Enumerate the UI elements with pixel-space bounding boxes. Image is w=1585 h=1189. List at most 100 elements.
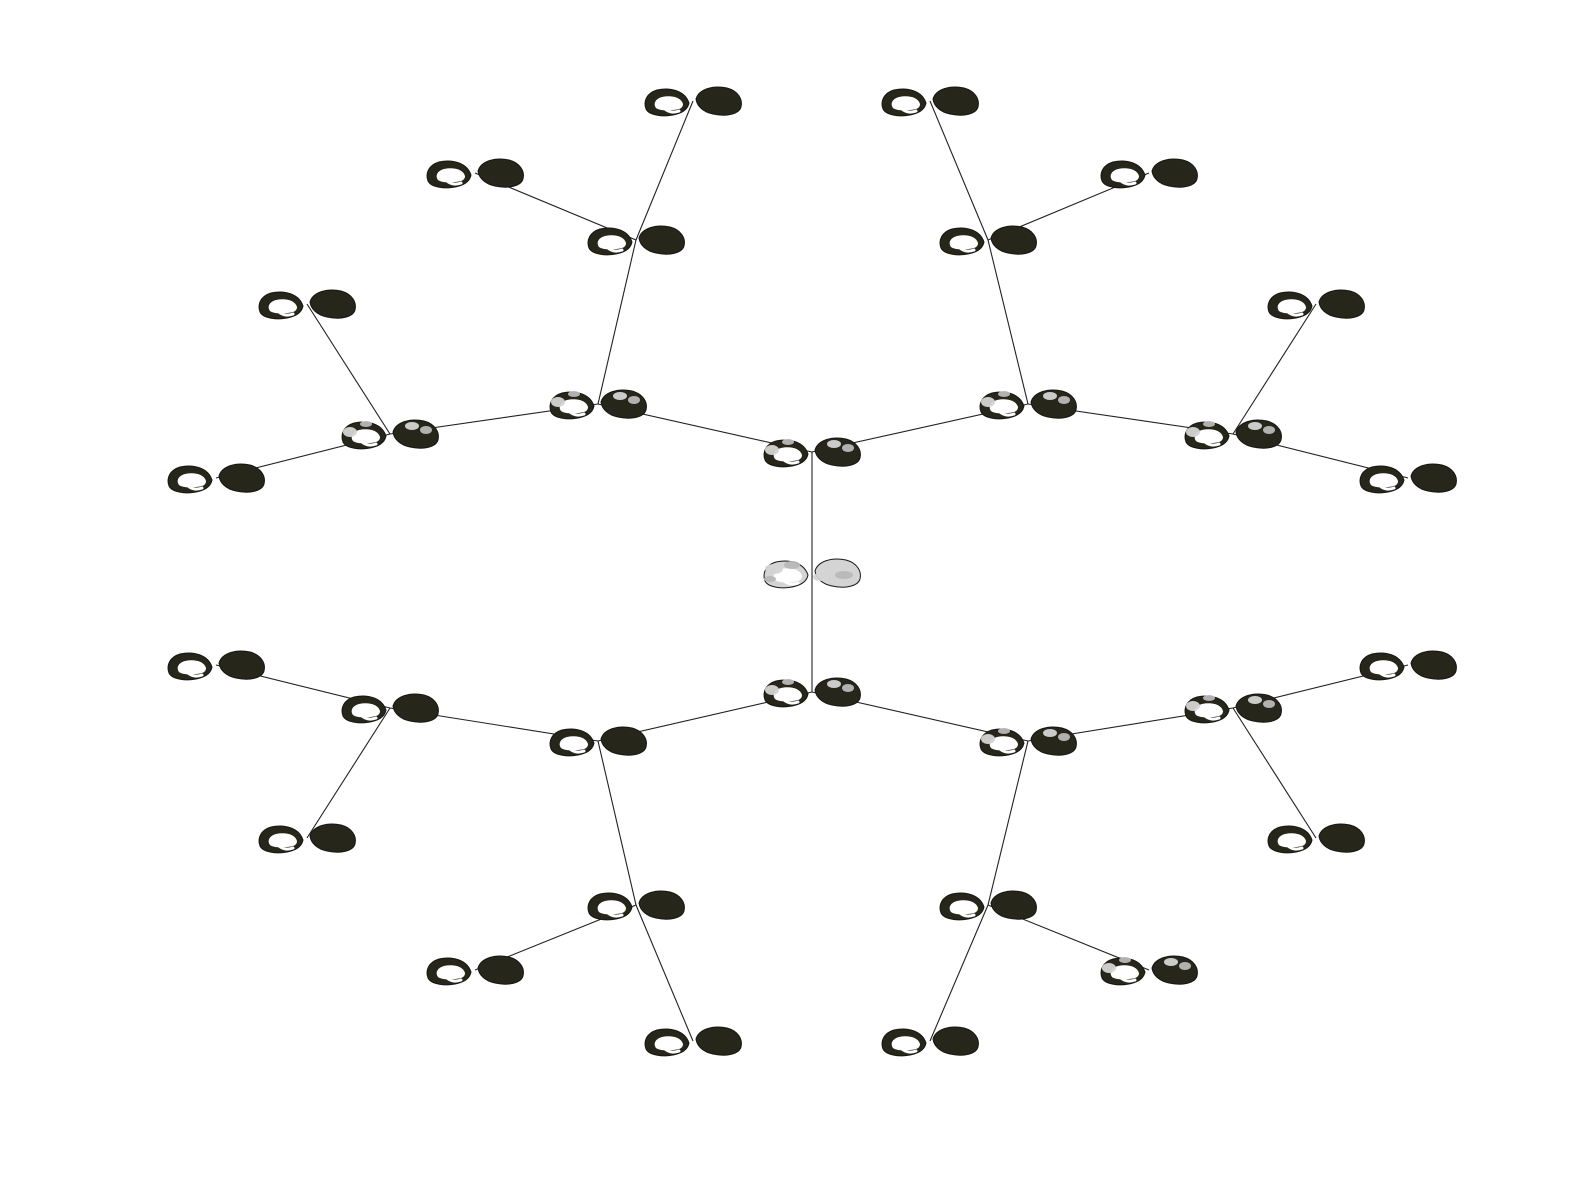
tree-edge	[929, 100, 989, 241]
brain-node-lower-root	[763, 677, 861, 708]
brain-node-ur-4	[1359, 463, 1457, 494]
medial-wall-tail-icon	[998, 747, 1016, 754]
right-hemisphere-icon	[600, 726, 647, 756]
medial-wall-icon	[436, 965, 465, 980]
activation-patch	[1186, 701, 1200, 711]
brain-node-ur-2	[1184, 419, 1282, 450]
medial-wall-icon	[1194, 703, 1223, 718]
medial-wall-tail-icon	[360, 714, 378, 721]
brain-node-ur-3	[1267, 289, 1365, 320]
medial-wall-icon	[989, 736, 1018, 751]
medial-wall-icon	[1277, 833, 1306, 848]
medial-wall-icon	[559, 736, 588, 751]
activation-patch	[765, 564, 783, 574]
right-hemisphere-icon	[1318, 289, 1365, 319]
brain-node-lr-3	[1359, 650, 1457, 681]
medial-wall-tail-icon	[663, 107, 681, 114]
medial-wall-tail-icon	[782, 458, 800, 465]
medial-wall-icon	[1369, 473, 1398, 488]
activation-patch	[1102, 963, 1116, 973]
medial-wall-tail-icon	[782, 579, 800, 586]
medial-wall-tail-icon	[1203, 440, 1221, 447]
medial-wall-icon	[989, 399, 1018, 414]
right-hemisphere-icon	[1151, 158, 1198, 188]
right-hemisphere-icon	[932, 1026, 979, 1056]
activation-patch	[827, 440, 841, 448]
right-hemisphere-icon	[477, 158, 524, 188]
activation-patch	[1164, 958, 1178, 966]
tree-edge	[597, 239, 637, 405]
medial-wall-icon	[559, 399, 588, 414]
activation-patch	[981, 734, 995, 744]
medial-wall-icon	[268, 833, 297, 848]
activation-patch	[551, 397, 565, 407]
activation-patch	[998, 391, 1010, 397]
right-hemisphere-icon	[695, 86, 742, 116]
right-hemisphere-icon	[1410, 463, 1457, 493]
tree-edge	[929, 904, 989, 1042]
medial-wall-tail-icon	[958, 911, 976, 918]
tree-edge	[987, 239, 1029, 405]
medial-wall-icon	[949, 235, 978, 250]
brain-node-ul-3	[258, 289, 356, 320]
medial-wall-tail-icon	[958, 246, 976, 253]
medial-wall-tail-icon	[277, 844, 295, 851]
right-hemisphere-icon	[1410, 650, 1457, 680]
activation-patch	[1248, 696, 1262, 704]
activation-patch	[827, 680, 841, 688]
brain-node-lr-5	[939, 890, 1037, 921]
activation-patch	[343, 427, 357, 437]
medial-wall-icon	[1369, 660, 1398, 675]
tree-edge	[306, 707, 391, 839]
brain-node-ul-5	[587, 225, 685, 256]
tree-edge	[597, 740, 637, 906]
brain-node-ur-1	[979, 389, 1077, 420]
right-hemisphere-icon	[638, 225, 685, 255]
medial-wall-icon	[351, 703, 380, 718]
brain-node-ul-1	[549, 389, 647, 420]
medial-wall-icon	[436, 168, 465, 183]
activation-patch	[628, 396, 640, 404]
brain-node-lr-6	[1100, 955, 1198, 986]
activation-patch	[784, 561, 800, 569]
right-hemisphere-icon	[309, 823, 356, 853]
medial-wall-icon	[1194, 429, 1223, 444]
activation-patch	[1248, 422, 1262, 430]
brain-node-ur-5	[939, 225, 1037, 256]
medial-wall-icon	[773, 687, 802, 702]
medial-wall-tail-icon	[445, 179, 463, 186]
edges-layer	[215, 100, 1409, 1042]
tree-edge	[1232, 707, 1317, 839]
activation-patch	[813, 573, 827, 581]
medial-wall-tail-icon	[1286, 310, 1304, 317]
medial-wall-tail-icon	[606, 911, 624, 918]
medial-wall-tail-icon	[1119, 179, 1137, 186]
right-hemisphere-icon	[218, 463, 265, 493]
activation-patch	[1203, 695, 1215, 701]
brain-node-ll-4	[258, 823, 356, 854]
tree-edge	[306, 303, 391, 435]
activation-patch	[1179, 962, 1191, 970]
activation-patch	[1263, 426, 1275, 434]
medial-wall-icon	[268, 299, 297, 314]
tree-edge	[635, 904, 694, 1042]
medial-wall-icon	[891, 1036, 920, 1051]
medial-wall-tail-icon	[900, 1047, 918, 1054]
brain-node-upper-root	[763, 437, 861, 468]
activation-patch	[820, 562, 840, 572]
medial-wall-tail-icon	[277, 310, 295, 317]
activation-patch	[420, 426, 432, 434]
activation-patch	[1119, 957, 1131, 963]
medial-wall-icon	[891, 96, 920, 111]
medial-wall-icon	[654, 96, 683, 111]
medial-wall-tail-icon	[606, 246, 624, 253]
brain-node-ll-1	[549, 726, 647, 757]
medial-wall-tail-icon	[1378, 671, 1396, 678]
medial-wall-tail-icon	[568, 747, 586, 754]
medial-wall-icon	[177, 473, 206, 488]
brain-node-lr-1	[979, 726, 1077, 757]
medial-wall-icon	[1110, 965, 1139, 980]
activation-patch	[613, 392, 627, 400]
brain-node-center	[763, 558, 861, 589]
